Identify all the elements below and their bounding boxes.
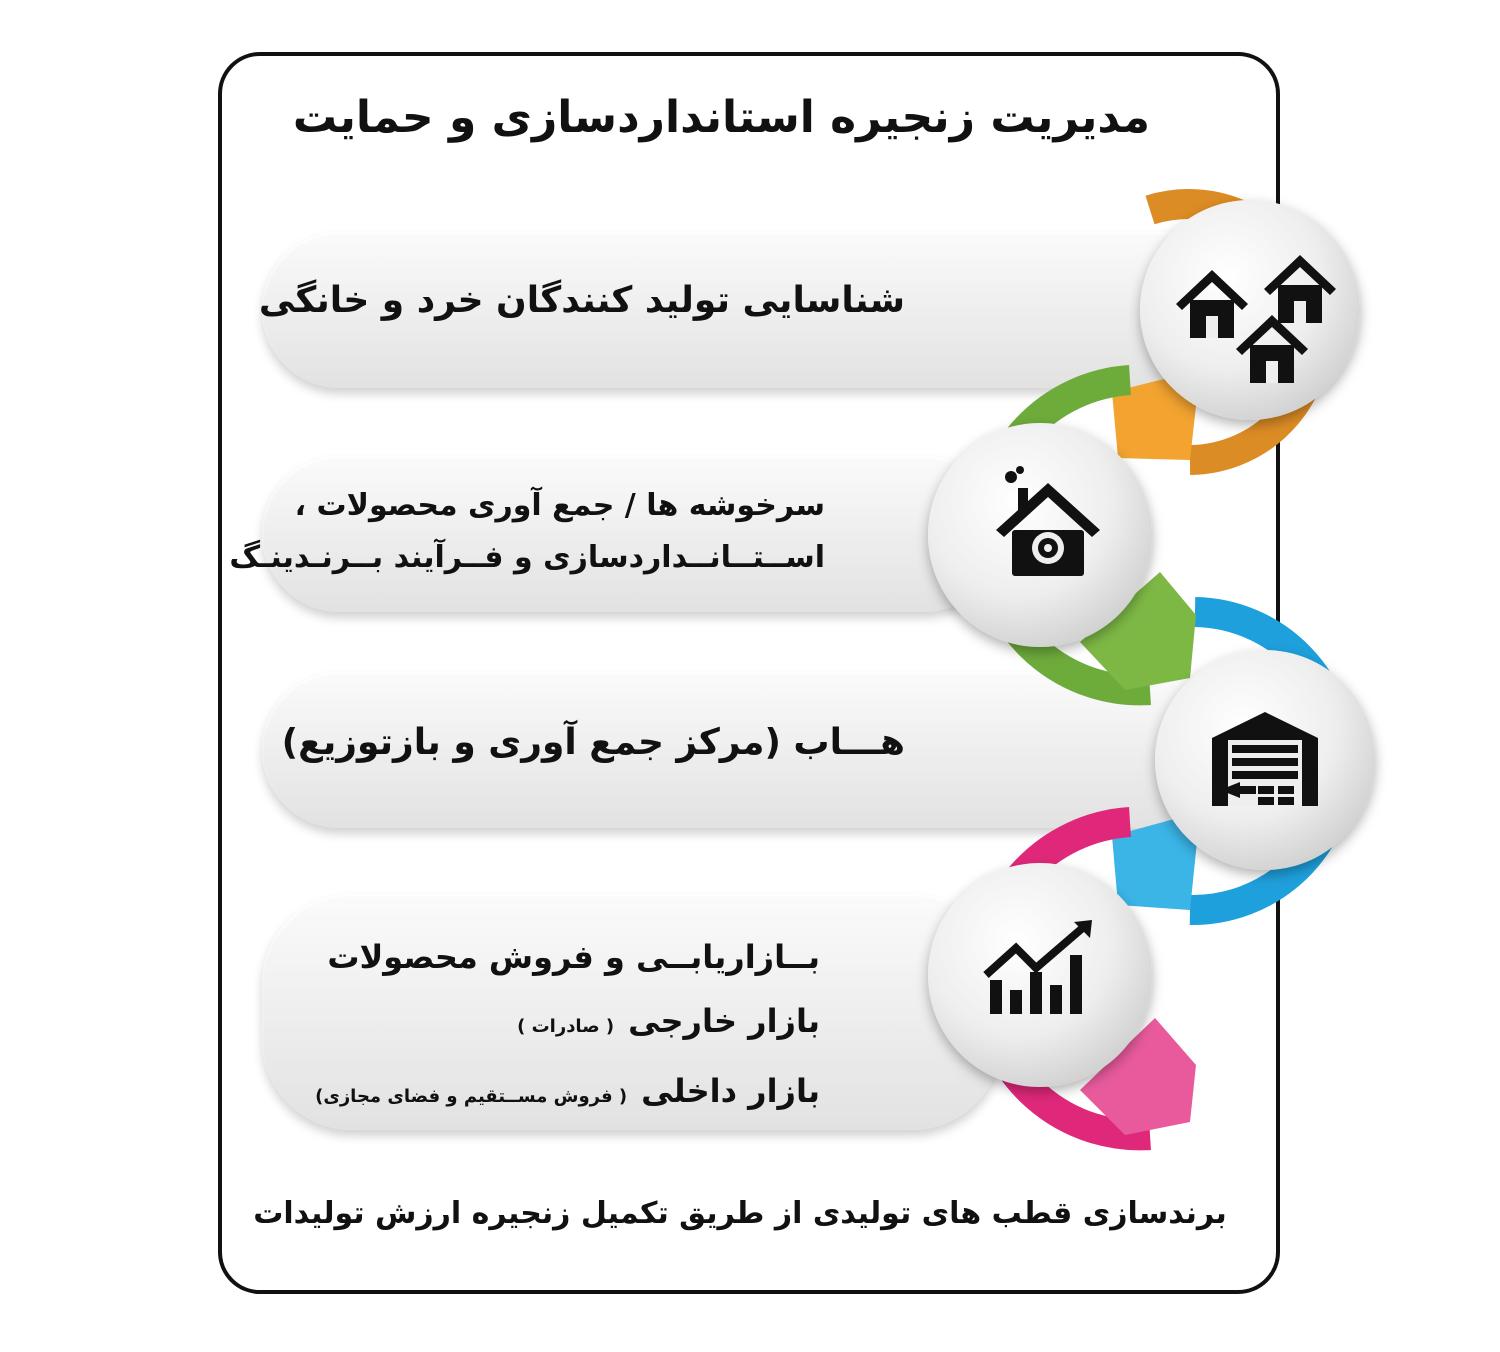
step-2-card xyxy=(262,456,1002,612)
home-gear-icon xyxy=(996,466,1100,576)
step-2-text: سرخوشه ها / جمع آوری محصولات ، اســتــان… xyxy=(229,488,825,575)
step-3-text: هـــاب (مرکز جمع آوری و بازتوزیع) xyxy=(281,722,905,763)
warehouse-icon xyxy=(1212,712,1318,806)
step-1-card xyxy=(262,232,1262,388)
growth-chart-icon xyxy=(983,920,1092,1014)
footer-caption: برندسازی قطب های تولیدی از طریق تکمیل زن… xyxy=(253,1196,1227,1231)
step-4-text: بــازاریابــی و فروش محصولات بازار خارجی… xyxy=(315,938,820,1110)
step-1-disc xyxy=(1140,200,1360,420)
houses-icon xyxy=(1176,255,1336,383)
page-title: مدیریت زنجیره استانداردسازی و حمایت xyxy=(292,92,1150,143)
step-4-card xyxy=(262,894,1002,1130)
step-1-text: شناسایی تولید کنندگان خرد و خانگی xyxy=(258,280,905,321)
